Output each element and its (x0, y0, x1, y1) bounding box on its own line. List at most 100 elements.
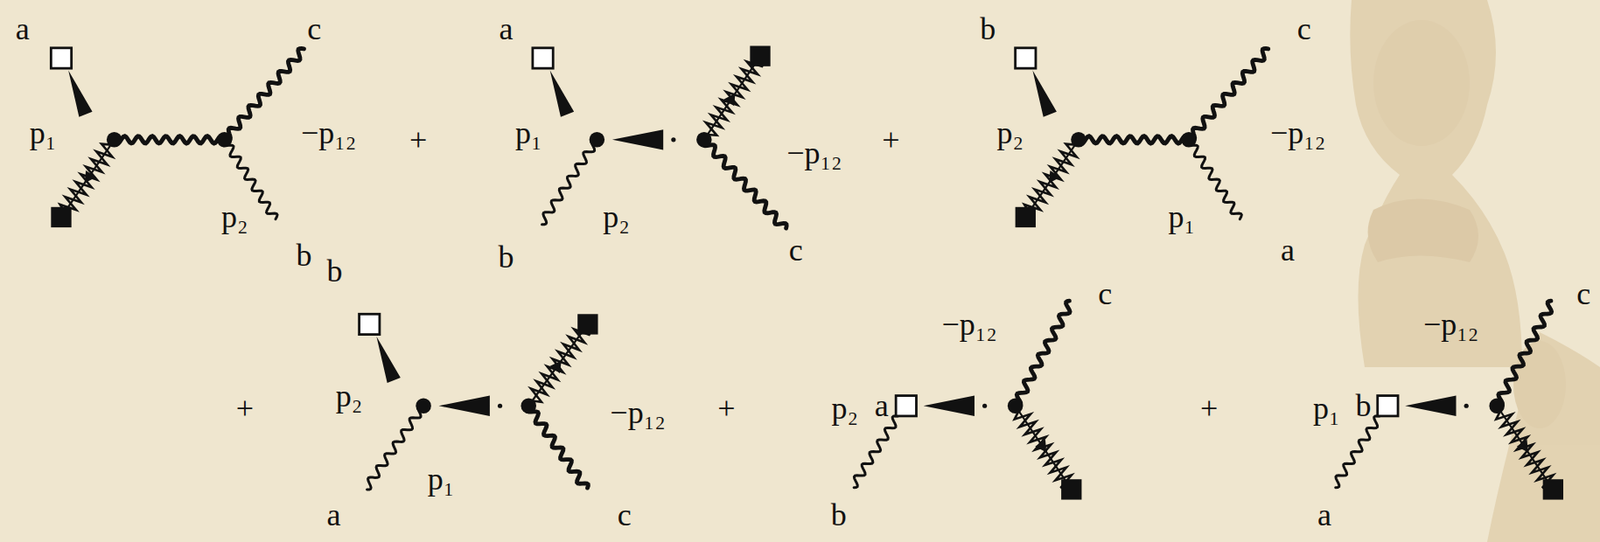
momentum-label: p₂ (602, 201, 630, 233)
gluon-line (542, 139, 598, 225)
index-label: b (296, 239, 313, 272)
gluon-line (853, 416, 898, 489)
vertex-dot (1007, 398, 1023, 414)
momentum-label: p₂ (997, 117, 1025, 149)
spring-line (1495, 405, 1553, 490)
momentum-label: −p₁₂ (786, 137, 842, 169)
propagator-dot (982, 404, 987, 409)
open-square (359, 314, 380, 335)
momentum-label: p₁ (29, 117, 57, 149)
spring-axis (61, 139, 115, 218)
spring-line (704, 55, 763, 140)
index-label: c (617, 499, 632, 532)
spring-line (1024, 139, 1079, 218)
open-square (895, 396, 916, 417)
spring-line (528, 324, 590, 406)
index-label: a (499, 13, 514, 45)
gluon-line (1188, 48, 1269, 141)
plus-sign: + (409, 124, 427, 156)
momentum-label: −p₁₂ (1270, 117, 1326, 149)
momentum-label: −p₁₂ (941, 308, 997, 341)
vertex-dot (1488, 398, 1504, 414)
momentum-wedge (1032, 69, 1056, 117)
index-label: c (307, 13, 322, 45)
gluon-line (1496, 300, 1552, 406)
spring-arrow (550, 360, 562, 373)
spring-axis (1015, 405, 1072, 490)
vertex-dot (1180, 132, 1196, 147)
spring-arrow (1516, 440, 1529, 454)
index-label: c (1097, 278, 1112, 310)
filled-square (1061, 479, 1082, 500)
vertex-dot (520, 398, 536, 414)
propagator-arrow (612, 129, 664, 150)
filled-square (1543, 479, 1564, 500)
propagator-arrow (923, 396, 975, 417)
propagator-dot (1464, 404, 1469, 409)
momentum-wedge (68, 69, 92, 117)
propagator-dot (497, 404, 503, 409)
spring-axis (528, 324, 588, 406)
momentum-label: p₂ (831, 392, 860, 425)
index-label: c (789, 234, 804, 266)
spring-line (1014, 405, 1072, 490)
momentum-label: −p₁₂ (300, 117, 357, 149)
open-square (1377, 396, 1398, 417)
momentum-wedge (550, 69, 574, 117)
momentum-label: p₁ (427, 463, 455, 496)
propagator-arrow (439, 396, 490, 417)
index-label: b (979, 13, 996, 45)
gluon-line (114, 136, 224, 144)
index-label: a (874, 390, 889, 422)
open-square (1015, 48, 1036, 69)
momentum-label: p₁ (515, 117, 543, 149)
open-square (532, 48, 553, 69)
gluon-line (224, 48, 305, 141)
spring-axis (704, 55, 761, 140)
momentum-label: −p₁₂ (1423, 308, 1479, 341)
vertex-dot (696, 132, 712, 147)
spring-arrow (84, 170, 97, 184)
gluon-line (1335, 416, 1380, 489)
momentum-wedge (376, 336, 400, 384)
filled-square (1015, 207, 1036, 228)
spring-arrow (1034, 440, 1047, 454)
portrait-watermark (1349, 0, 1600, 542)
propagator-dot (670, 137, 676, 142)
propagator-arrow (1404, 396, 1456, 417)
gluon-line (1187, 139, 1242, 220)
gluon-line (703, 139, 787, 229)
plus-sign: + (881, 124, 900, 156)
vertex-dot (106, 132, 122, 147)
momentum-label: −p₁₂ (609, 397, 665, 429)
gluon-line (367, 405, 425, 490)
momentum-label: p₂ (221, 201, 249, 233)
gluon-line (526, 405, 588, 489)
open-square (50, 48, 71, 69)
index-label: c (1297, 13, 1312, 45)
index-label: a (1317, 499, 1332, 532)
spring-arrow (1048, 170, 1061, 184)
index-label: c (1576, 278, 1591, 310)
index-label: b (1355, 390, 1371, 422)
filled-square (749, 45, 770, 66)
momentum-label: p₁ (1313, 392, 1341, 425)
filled-square (577, 314, 598, 335)
index-label: a (326, 499, 341, 532)
plus-sign: + (236, 392, 254, 425)
plus-sign: + (1200, 392, 1218, 425)
index-label: a (15, 13, 30, 45)
vertex-dot (1070, 132, 1086, 147)
vertex-dot (415, 398, 431, 414)
spring-line (60, 139, 115, 218)
spring-axis (1496, 405, 1553, 490)
vertex-dot (589, 132, 605, 147)
gluon-line (1078, 136, 1188, 144)
momentum-label: p₂ (335, 380, 364, 413)
gluon-line (1015, 300, 1070, 406)
index-label: b (498, 241, 515, 273)
momentum-label: p₁ (1167, 201, 1195, 233)
